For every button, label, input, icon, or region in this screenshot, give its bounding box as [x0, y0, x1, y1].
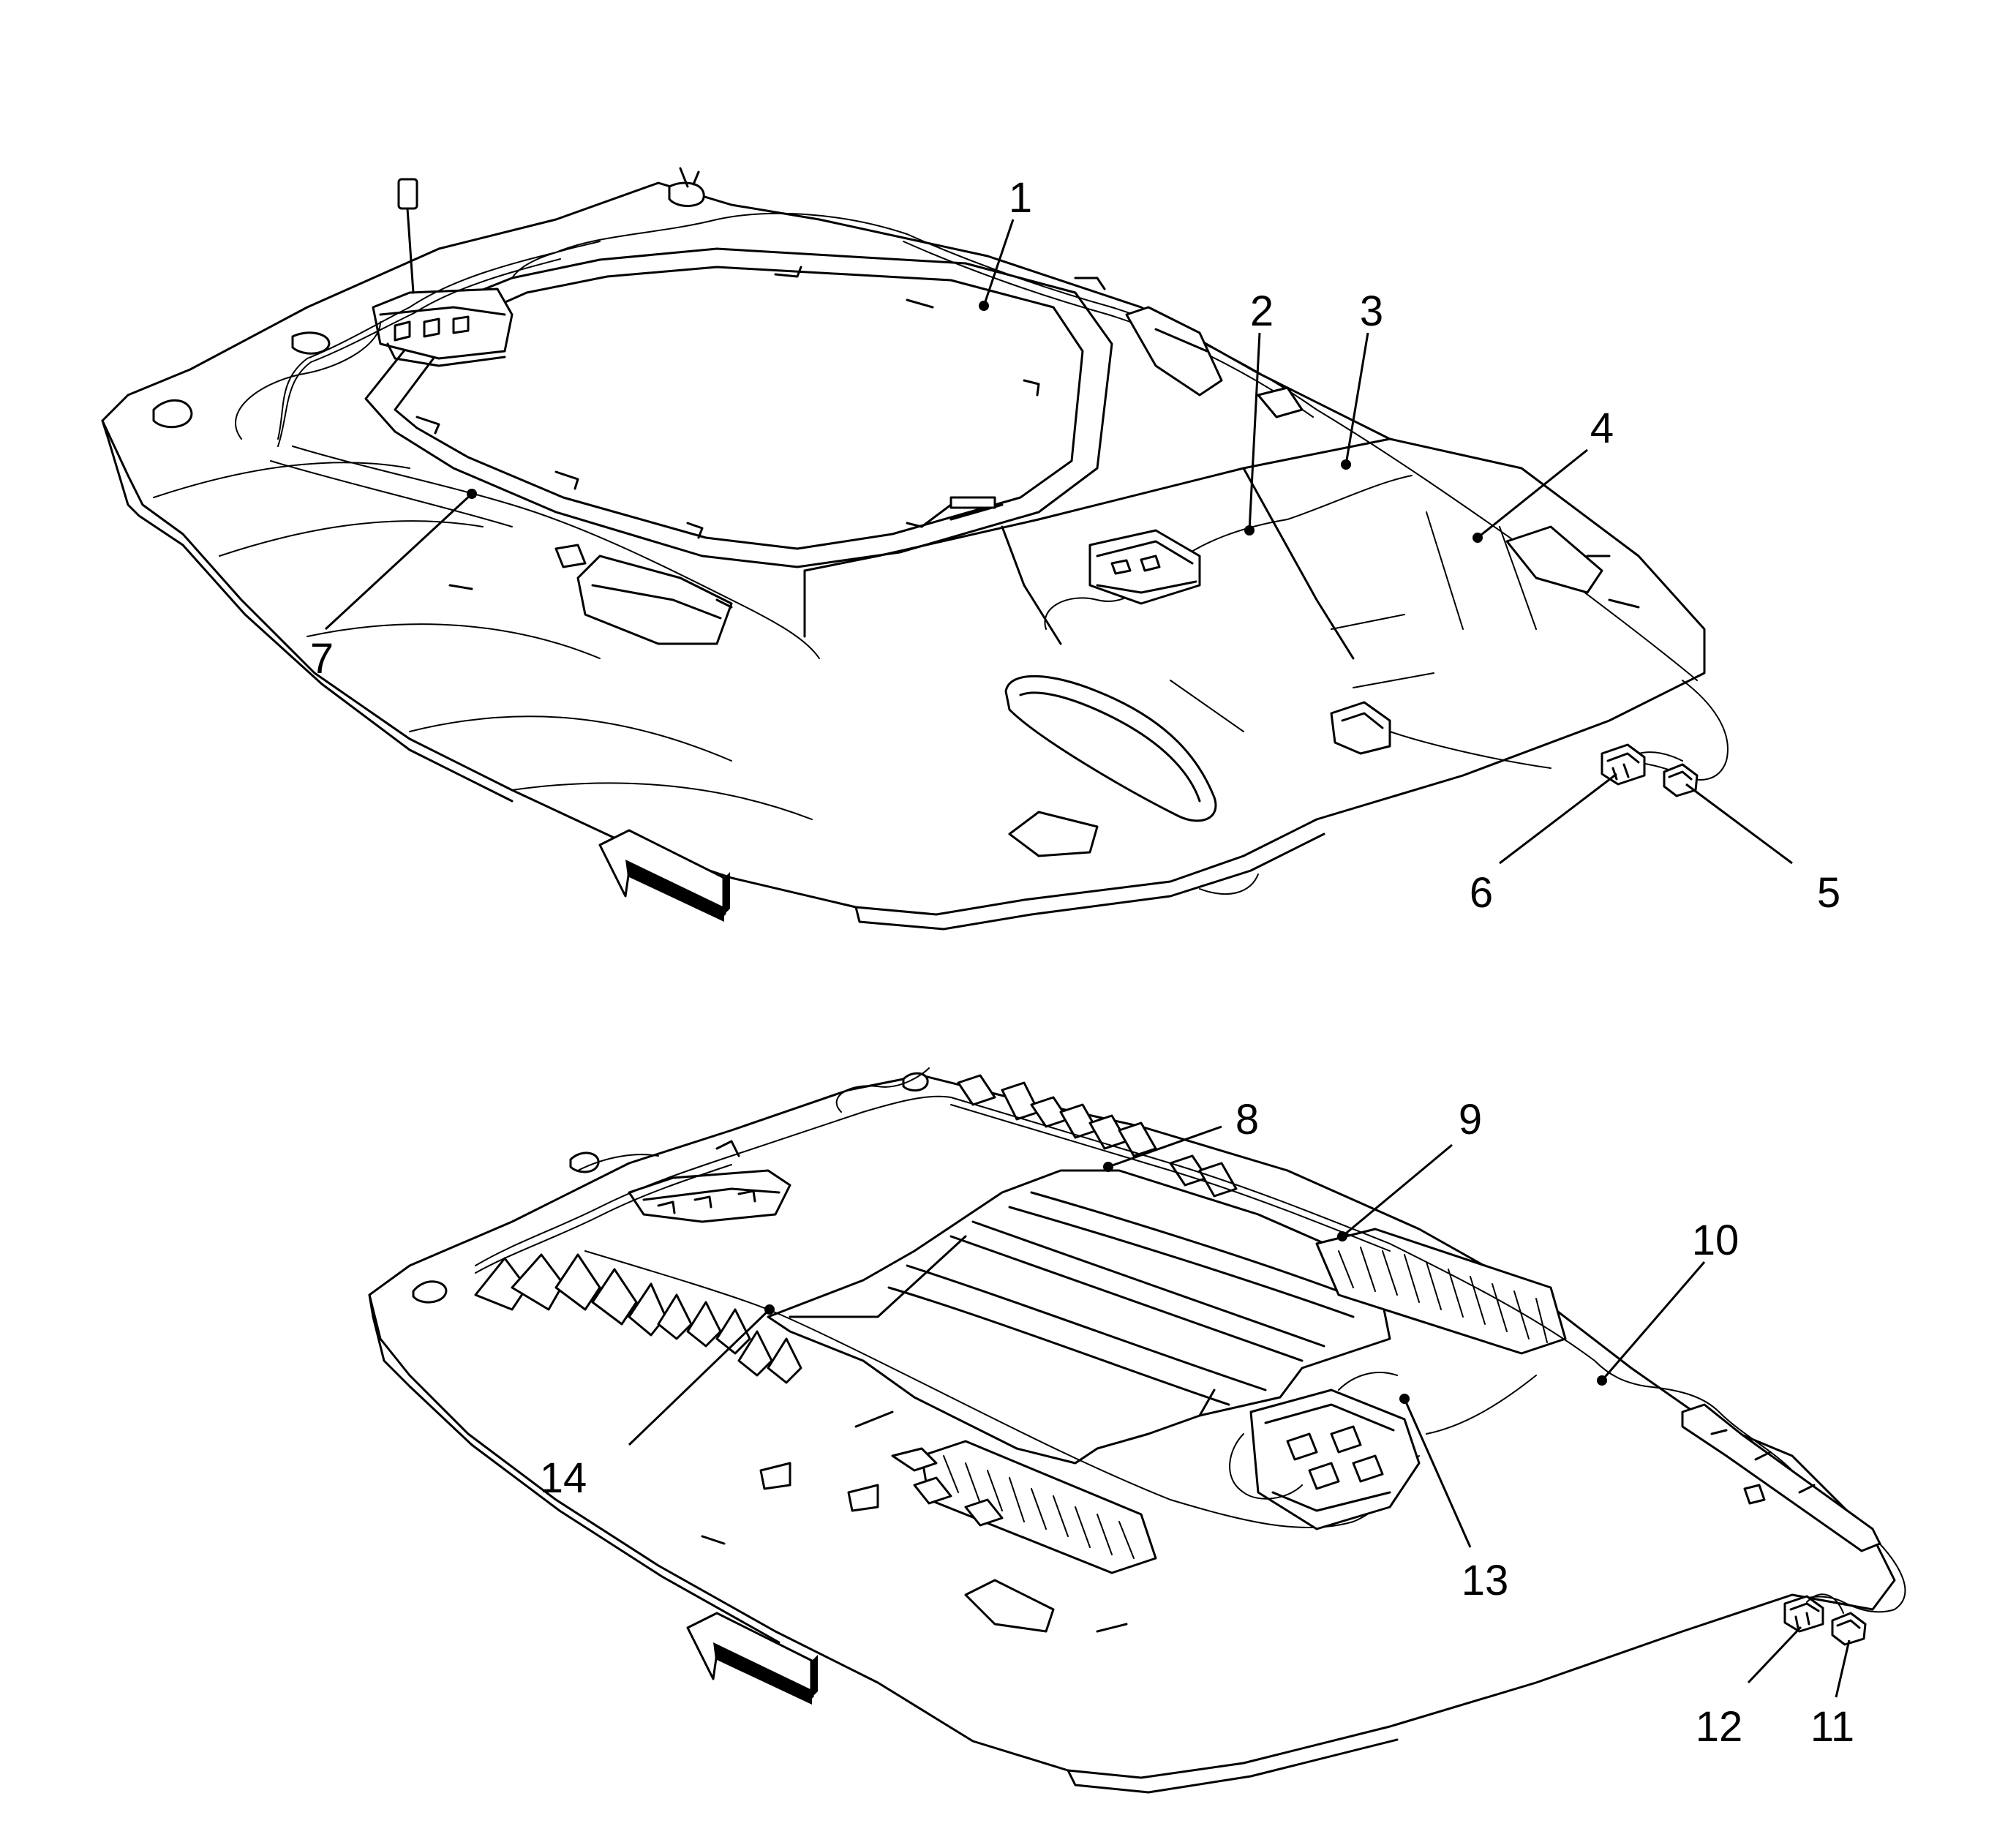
- callout-8: 8: [1235, 1096, 1259, 1143]
- center-dome-lamp: [1088, 529, 1201, 605]
- callout-3: 3: [1360, 288, 1383, 335]
- callout-1: 1: [1009, 174, 1032, 222]
- lower-headliner-view: [368, 1067, 1906, 1794]
- rear-right-louver-row: [1315, 1228, 1567, 1355]
- upper-headliner-view: [101, 167, 1729, 931]
- callout-7: 7: [310, 635, 334, 683]
- rear-grab-recess: [1004, 675, 1217, 822]
- front-arrow-icon-lower: [686, 1612, 818, 1705]
- callout-2: 2: [1250, 288, 1274, 335]
- connector-5: [1663, 763, 1699, 797]
- callout-12: 12: [1696, 1703, 1743, 1751]
- front-arrow-icon: [598, 829, 730, 922]
- upper-center-harness: [1170, 475, 1413, 568]
- right-louver-row: [957, 1074, 1238, 1198]
- callout-5: 5: [1817, 869, 1840, 917]
- left-louver-row: [474, 1253, 802, 1384]
- callout-10: 10: [1692, 1217, 1739, 1264]
- callout-6: 6: [1470, 869, 1493, 917]
- callout-13: 13: [1462, 1557, 1509, 1604]
- lower-left-side-harness: [584, 1250, 1420, 1529]
- upper-front-harness: [277, 212, 908, 440]
- sunroof-opening: [364, 247, 1113, 568]
- connector-12: [1783, 1595, 1824, 1633]
- lower-louver-row: [891, 1440, 1157, 1574]
- callout-labels: 1 2 3 4 5 6 7 8 9 10 11 12 13 14: [310, 174, 1854, 1751]
- upper-left-side-harness: [292, 446, 820, 659]
- roof-center-panel: [767, 1169, 1391, 1465]
- rear-dome-lamp: [1330, 701, 1552, 769]
- lower-right-side-harness: [950, 1097, 1720, 1413]
- lower-front-harness: [475, 1095, 952, 1266]
- callout-14: 14: [540, 1454, 587, 1502]
- lower-dome-lamp: [1229, 1372, 1421, 1530]
- front-overhead-console: [372, 178, 514, 367]
- connector-11: [1831, 1612, 1867, 1646]
- connector-6: [1601, 743, 1646, 786]
- lower-front-console: [628, 1169, 791, 1223]
- callout-4: 4: [1590, 405, 1614, 452]
- callout-9: 9: [1459, 1096, 1482, 1143]
- callout-leaders: [324, 219, 1851, 1698]
- callout-11: 11: [1810, 1703, 1854, 1751]
